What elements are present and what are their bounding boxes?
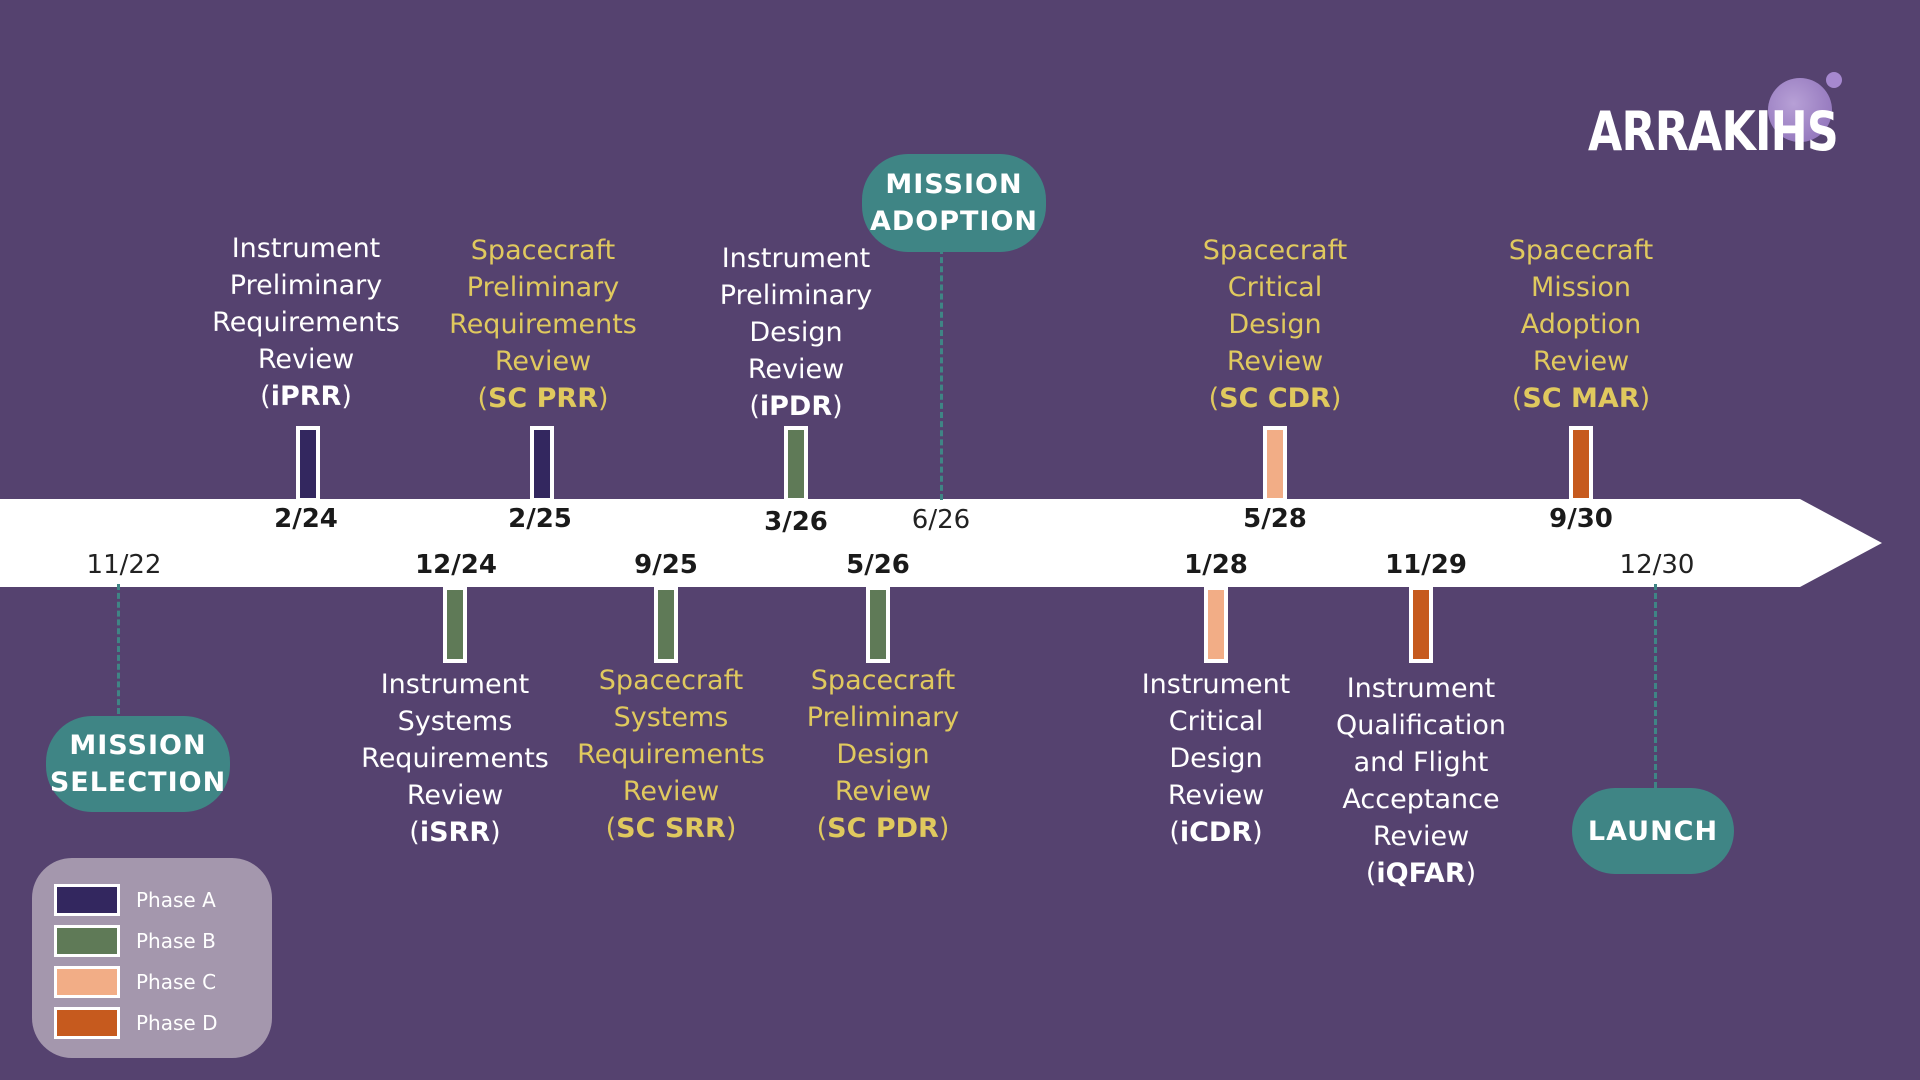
review-code-sccdr: SC CDR [1219, 383, 1331, 414]
review-code-scsrr: SC SRR [616, 813, 726, 844]
legend-item-phase-a: Phase A [54, 884, 216, 916]
arrakihs-logo: ARRAKIHS [1588, 100, 1839, 163]
legend-label: Phase A [136, 888, 216, 912]
review-marker-isrr [443, 586, 467, 663]
review-label-iqfar: Instrument Qualification and Flight Acce… [1335, 673, 1507, 889]
review-code-scprr: SC PRR [487, 383, 599, 414]
review-date-iprr: 2/24 [274, 504, 338, 534]
review-code-ipdr: iPDR [759, 391, 833, 422]
review-marker-icdr [1204, 586, 1228, 663]
review-label-isrr: Instrument Systems Requirements Review (… [361, 669, 549, 848]
mission-adoption-date: 6/26 [911, 505, 971, 535]
review-date-scmar: 9/30 [1549, 504, 1613, 534]
review-code-iqfar: iQFAR [1376, 858, 1466, 889]
review-marker-ipdr [784, 426, 808, 502]
review-label-scsrr: Spacecraft Systems Requirements Review (… [577, 665, 765, 844]
review-marker-iqfar [1409, 586, 1433, 663]
phase-legend: Phase A Phase B Phase C Phase D [32, 858, 272, 1058]
launch-pill: LAUNCH [1572, 788, 1734, 874]
review-label-icdr: Instrument Critical Design Review (iCDR) [1141, 669, 1291, 848]
review-date-scprr: 2/25 [508, 504, 572, 534]
review-label-scmar: Spacecraft Mission Adoption Review (SC M… [1508, 235, 1654, 414]
legend-label: Phase C [136, 970, 217, 994]
legend-swatch-phase-a [54, 884, 120, 916]
review-date-icdr: 1/28 [1184, 550, 1248, 580]
mission-selection-pill: MISSION SELECTION [46, 716, 230, 812]
mission-selection-date: 11/22 [86, 550, 162, 580]
legend-label: Phase B [136, 929, 216, 953]
review-label-ipdr: Instrument Preliminary Design Review (iP… [719, 243, 873, 422]
review-code-scmar: SC MAR [1522, 383, 1640, 414]
review-code-isrr: iSRR [419, 817, 491, 848]
review-date-scsrr: 9/25 [634, 550, 698, 580]
mission-adoption-pill: MISSION ADOPTION [862, 154, 1046, 252]
review-label-scpdr: Spacecraft Preliminary Design Review (SC… [806, 665, 960, 844]
review-date-ipdr: 3/26 [764, 507, 828, 537]
review-date-isrr: 12/24 [415, 550, 497, 580]
logo-moon-icon [1826, 72, 1842, 88]
launch-date: 12/30 [1619, 550, 1695, 580]
review-code-icdr: iCDR [1179, 817, 1253, 848]
logo-planet-icon [1768, 78, 1832, 142]
review-date-sccdr: 5/28 [1243, 504, 1307, 534]
review-marker-scsrr [654, 586, 678, 663]
legend-item-phase-c: Phase C [54, 966, 217, 998]
legend-item-phase-b: Phase B [54, 925, 216, 957]
review-marker-scpdr [866, 586, 890, 663]
review-marker-scmar [1569, 426, 1593, 502]
launch-connector [1654, 584, 1657, 788]
review-code-iprr: iPRR [270, 381, 342, 412]
legend-item-phase-d: Phase D [54, 1007, 218, 1039]
review-label-scprr: Spacecraft Preliminary Requirements Revi… [449, 235, 637, 414]
mission-selection-connector [117, 584, 120, 714]
review-label-iprr: Instrument Preliminary Requirements Revi… [212, 233, 400, 412]
review-date-iqfar: 11/29 [1385, 550, 1467, 580]
mission-adoption-connector [940, 248, 943, 500]
review-marker-sccdr [1263, 426, 1287, 502]
legend-label: Phase D [136, 1011, 218, 1035]
review-date-scpdr: 5/26 [846, 550, 910, 580]
review-marker-scprr [530, 426, 554, 502]
legend-swatch-phase-d [54, 1007, 120, 1039]
review-label-sccdr: Spacecraft Critical Design Review (SC CD… [1202, 235, 1348, 414]
legend-swatch-phase-b [54, 925, 120, 957]
legend-swatch-phase-c [54, 966, 120, 998]
review-code-scpdr: SC PDR [827, 813, 939, 844]
review-marker-iprr [296, 426, 320, 502]
